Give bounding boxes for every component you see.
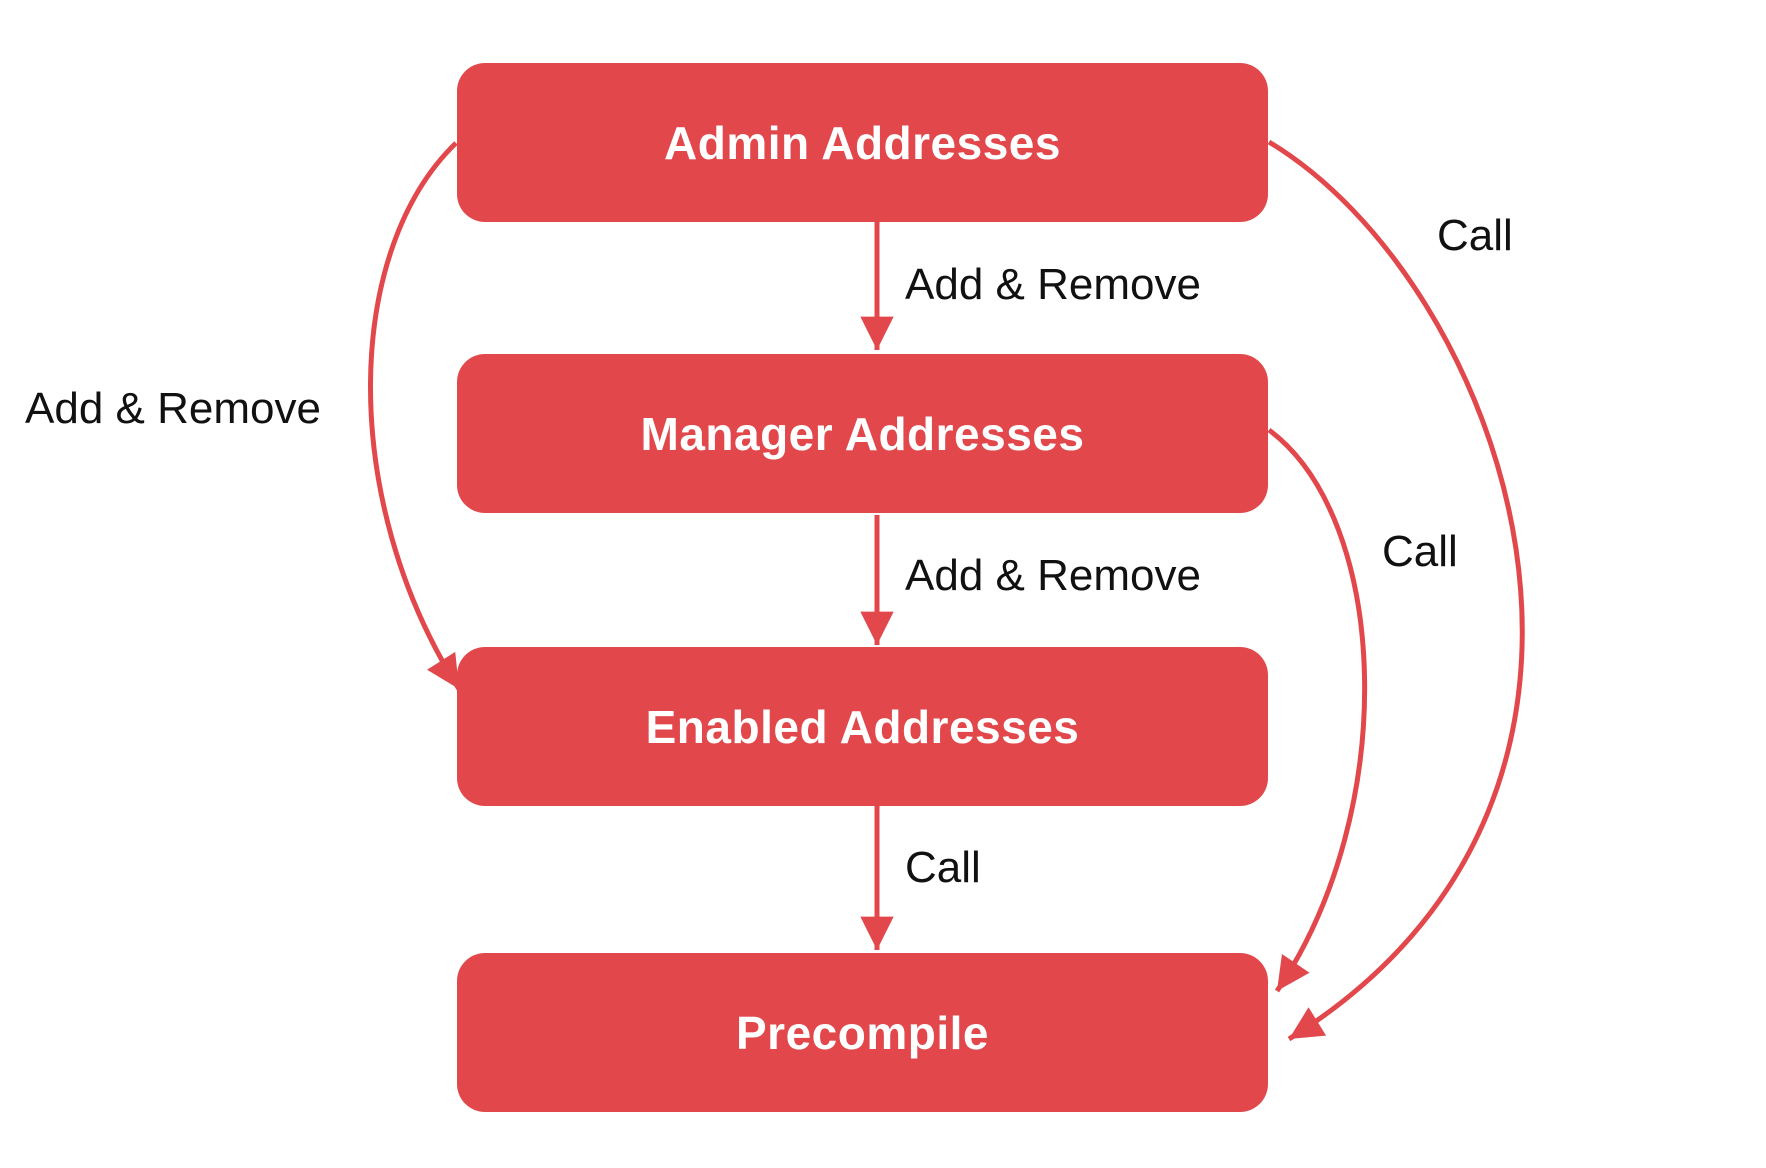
node-manager-addresses-label: Manager Addresses (640, 407, 1085, 460)
node-enabled-addresses: Enabled Addresses (457, 647, 1268, 806)
node-enabled-addresses-label: Enabled Addresses (645, 700, 1080, 753)
node-precompile: Precompile (457, 953, 1268, 1112)
edge-manager-to-precompile-curve-arrow (1267, 427, 1367, 993)
node-admin-addresses-label: Admin Addresses (664, 116, 1061, 169)
edge-admin-to-precompile-curve-arrow (1267, 139, 1525, 1042)
edge-admin-to-enabled-curve-arrow (368, 141, 462, 691)
edge-label-admin-to-enabled: Add & Remove (25, 384, 321, 433)
edge-label-manager-to-enabled: Add & Remove (905, 551, 1201, 600)
node-admin-addresses: Admin Addresses (457, 63, 1268, 222)
node-manager-addresses: Manager Addresses (457, 354, 1268, 513)
node-precompile-label: Precompile (736, 1006, 989, 1059)
edge-label-admin-to-manager: Add & Remove (905, 260, 1201, 309)
edge-label-manager-to-precompile: Call (1382, 527, 1458, 576)
edge-label-admin-to-precompile: Call (1437, 211, 1513, 260)
edge-label-enabled-to-precompile: Call (905, 843, 981, 892)
